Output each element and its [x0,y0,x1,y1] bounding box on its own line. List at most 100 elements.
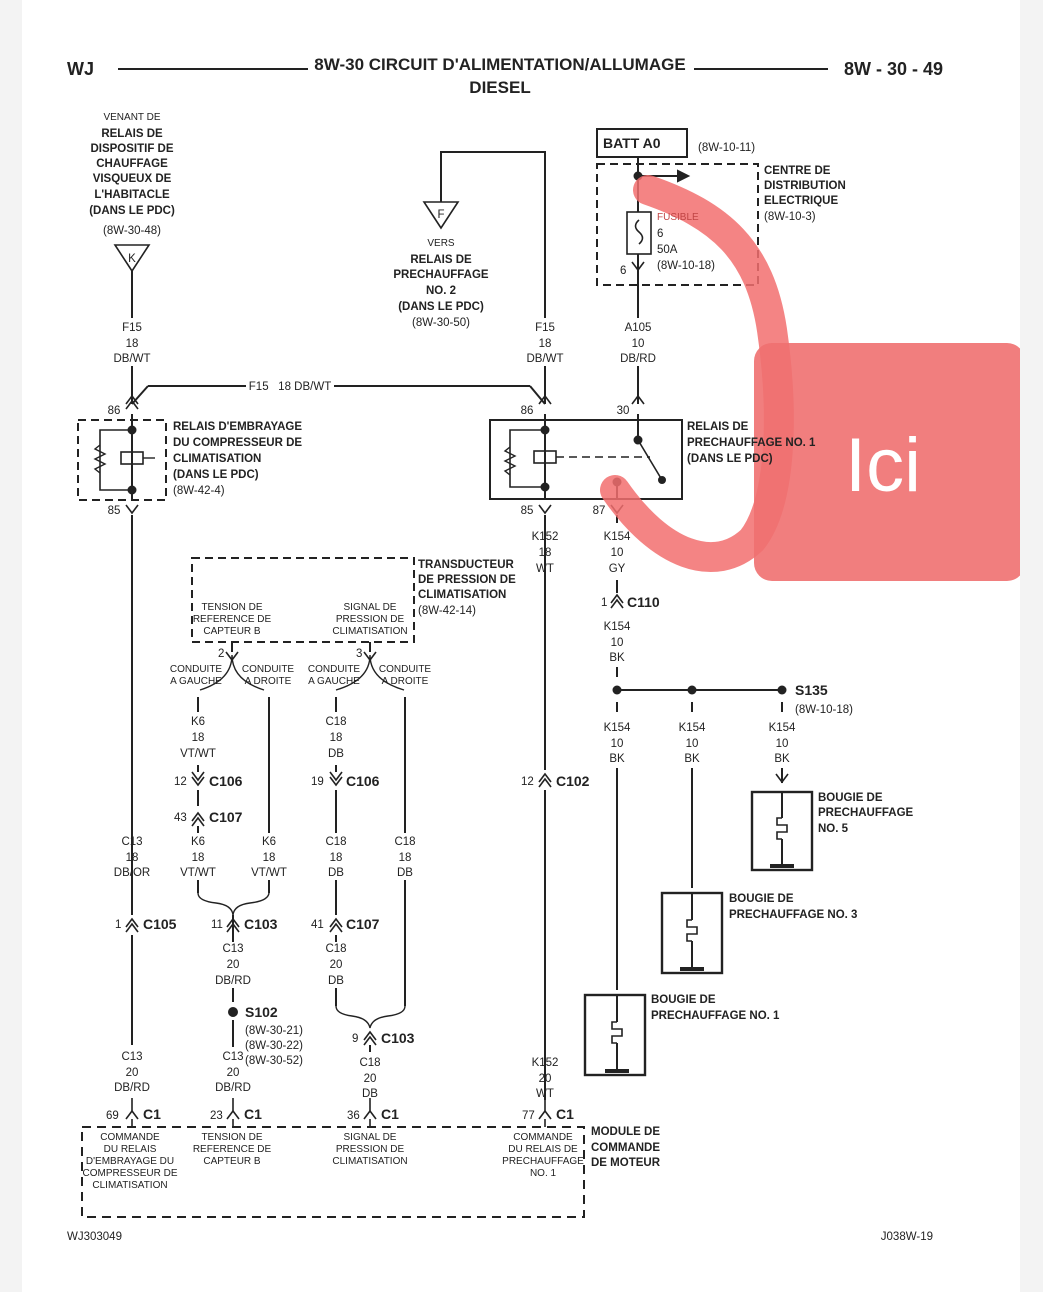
label-blocks-ac_relay-0: RELAIS D'EMBRAYAGE [173,421,302,433]
label-labels-n10: 10 [611,547,624,559]
label-labels-c107: C107 [346,916,380,932]
label-blocks-ecm-2: DE MOTEUR [591,1157,661,1169]
label-labels-c1: C1 [143,1106,161,1122]
label-labels-k154: K154 [604,621,631,633]
label-labels-f15_span: F15 18 DB/WT [249,381,331,393]
label-blocks-ecm-1: COMMANDE [591,1142,660,1154]
conn-c106-a [191,771,205,787]
label-blocks-pdc-1: DISTRIBUTION [764,180,846,192]
ecm-box [81,1126,585,1218]
label-labels-p77: 77 [522,1110,535,1122]
label-blocks-f_dst-3: NO. 2 [426,285,456,297]
conn-c103-b [363,1030,377,1046]
label-labels-p41: 41 [311,919,324,931]
label-blocks-pdc-3: (8W-10-3) [764,211,816,223]
label-blocks-glow5-2: NO. 5 [818,823,849,835]
label-labels-p30: 30 [617,405,630,417]
label-labels-wt: WT [536,1088,554,1100]
label-blocks-k_src-4: VISQUEUX DE [93,173,172,185]
label-labels-cond_g-1: A GAUCHE [170,676,222,687]
label-blocks-k_src-0: VENANT DE [103,112,160,123]
label-blocks-ecm_pin2-1: REFERENCE DE [193,1144,272,1155]
label-blocks-ac_relay-3: (DANS LE PDC) [173,469,259,481]
label-labels-n18: 18 [539,547,552,559]
label-labels-p85: 85 [108,505,121,517]
label-blocks-glow3-0: BOUGIE DE [729,893,794,905]
label-labels-n20: 20 [330,959,343,971]
splice-node-2 [687,685,697,695]
annotation-overlay: Ici [600,175,1020,581]
conn-c1-23 [226,1109,240,1120]
transducer-box [191,557,415,643]
glow-plug-1-box [583,993,647,1077]
label-labels-dbrd: DB/RD [215,1082,251,1094]
label-labels-p19: 19 [311,776,324,788]
label-labels-f15: F15 [535,322,555,334]
label-blocks-k_src-1: RELAIS DE [101,128,163,140]
label-blocks-ecm_pin3-2: CLIMATISATION [332,1156,407,1167]
label-blocks-glow5-1: PRECHAUFFAGE [818,807,914,819]
label-labels-n10: 10 [632,338,645,350]
footer-right: J038W-19 [881,1231,933,1243]
label-blocks-trans_right-0: SIGNAL DE [344,602,397,613]
label-blocks-s102_refs-0: (8W-30-21) [245,1025,303,1037]
label-blocks-ecm_pin1-0: COMMANDE [100,1132,160,1143]
label-labels-c13: C13 [121,836,142,848]
relay-switch-icon [637,439,663,481]
label-labels-s102: S102 [245,1004,278,1020]
label-labels-wt: WT [536,563,554,575]
conn-c1-36 [363,1109,377,1120]
label-labels-p2: 2 [218,648,224,660]
label-labels-F: F [437,209,444,221]
label-labels-p12: 12 [174,776,187,788]
label-labels-n20: 20 [539,1073,552,1085]
label-labels-cond_g-0: CONDUITE [170,664,223,675]
footer-left: WJ303049 [67,1231,122,1243]
label-blocks-ecm_pin4-0: COMMANDE [513,1132,573,1143]
label-labels-k6: K6 [191,836,205,848]
label-labels-f15: F15 [122,322,142,334]
bus-arrow-icon [677,169,691,183]
label-labels-c103: C103 [244,916,278,932]
label-blocks-ecm_pin3-0: SIGNAL DE [344,1132,397,1143]
label-labels-bk: BK [684,753,700,765]
label-blocks-pre_relay-1: PRECHAUFFAGE NO. 1 [687,437,816,449]
label-blocks-k_src-5: L'HABITACLE [94,189,170,201]
conn-c107-b [329,917,343,933]
label-blocks-fuse-0: FUSIBLE [657,212,699,223]
label-labels-k6: K6 [191,716,205,728]
label-labels-c1: C1 [244,1106,262,1122]
label-labels-cond_d-0: CONDUITE [379,664,432,675]
label-labels-c18: C18 [359,1057,380,1069]
label-labels-p86: 86 [521,405,534,417]
label-labels-cond_d-1: A DROITE [245,676,292,687]
label-labels-s135: S135 [795,682,828,698]
label-blocks-fuse-1: 6 [657,228,663,240]
label-labels-n18: 18 [192,732,205,744]
label-blocks-k_src-6: (DANS LE PDC) [89,205,175,217]
label-labels-n18: 18 [126,852,139,864]
label-labels-dbwt: DB/WT [526,353,563,365]
label-labels-n18: 18 [399,852,412,864]
label-blocks-transducer-1: DE PRESSION DE [418,574,516,586]
label-labels-dbrd: DB/RD [620,353,656,365]
label-labels-c13: C13 [121,1051,142,1063]
label-labels-K: K [128,253,136,265]
label-labels-c13: C13 [222,1051,243,1063]
label-labels-n10: 10 [611,738,624,750]
label-blocks-trans_right-1: PRESSION DE [336,614,405,625]
label-labels-dbrd: DB/RD [114,1082,150,1094]
label-labels-p86: 86 [108,405,121,417]
label-labels-c102: C102 [556,773,590,789]
connector-k-icon [113,244,151,273]
label-labels-c18: C18 [325,943,346,955]
batt-label: BATT A0 [603,135,661,151]
label-labels-p85: 85 [521,505,534,517]
header-page: 8W - 30 - 49 [844,59,943,79]
label-blocks-batt_ref: (8W-10-11) [698,142,755,154]
label-blocks-trans_left-0: TENSION DE [201,602,262,613]
header-model: WJ [67,59,94,79]
label-labels-n20: 20 [126,1067,139,1079]
conn-c103-a [226,917,240,933]
conn-c106-b [329,771,343,787]
